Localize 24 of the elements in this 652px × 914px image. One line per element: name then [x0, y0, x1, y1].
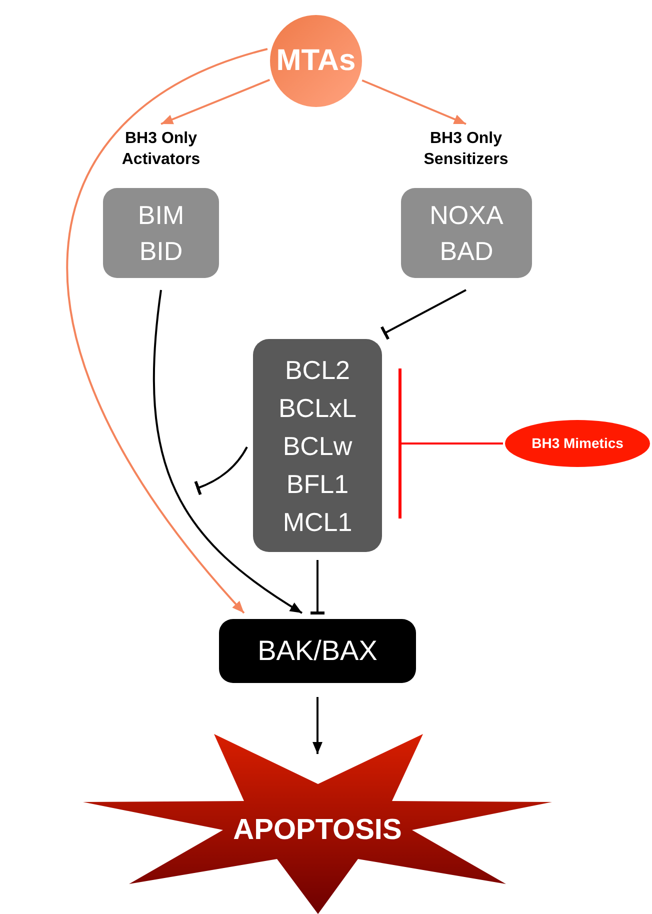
arrow — [160, 78, 270, 125]
protein-label: NOXA — [430, 199, 504, 232]
inhibition-line — [398, 368, 503, 518]
drug-ellipse: BH3 Mimetics — [505, 420, 650, 467]
protein-label: BAD — [440, 235, 494, 268]
protein-label: BIM — [138, 199, 184, 232]
inhibition-line — [194, 446, 248, 496]
outcome-label: APOPTOSIS — [233, 813, 402, 848]
protein-box — [253, 339, 382, 552]
arrow — [312, 697, 322, 754]
arrow — [362, 79, 466, 125]
group-heading: BH3 Only Sensitizers — [422, 129, 510, 170]
arrow — [66, 48, 268, 614]
protein-label: BID — [139, 235, 183, 268]
protein-label: BCL2 — [284, 354, 350, 386]
group-heading: BH3 Only Activators — [120, 129, 202, 170]
inhibition-line — [310, 560, 324, 614]
protein-label: BFL1 — [286, 468, 349, 500]
protein-box: BAK/BAX — [219, 619, 416, 683]
protein-label: BCLw — [282, 430, 352, 462]
inhibition-line — [380, 289, 466, 340]
arrow — [153, 290, 303, 614]
protein-label: BCLxL — [278, 392, 357, 424]
protein-label: MCL1 — [282, 506, 352, 538]
